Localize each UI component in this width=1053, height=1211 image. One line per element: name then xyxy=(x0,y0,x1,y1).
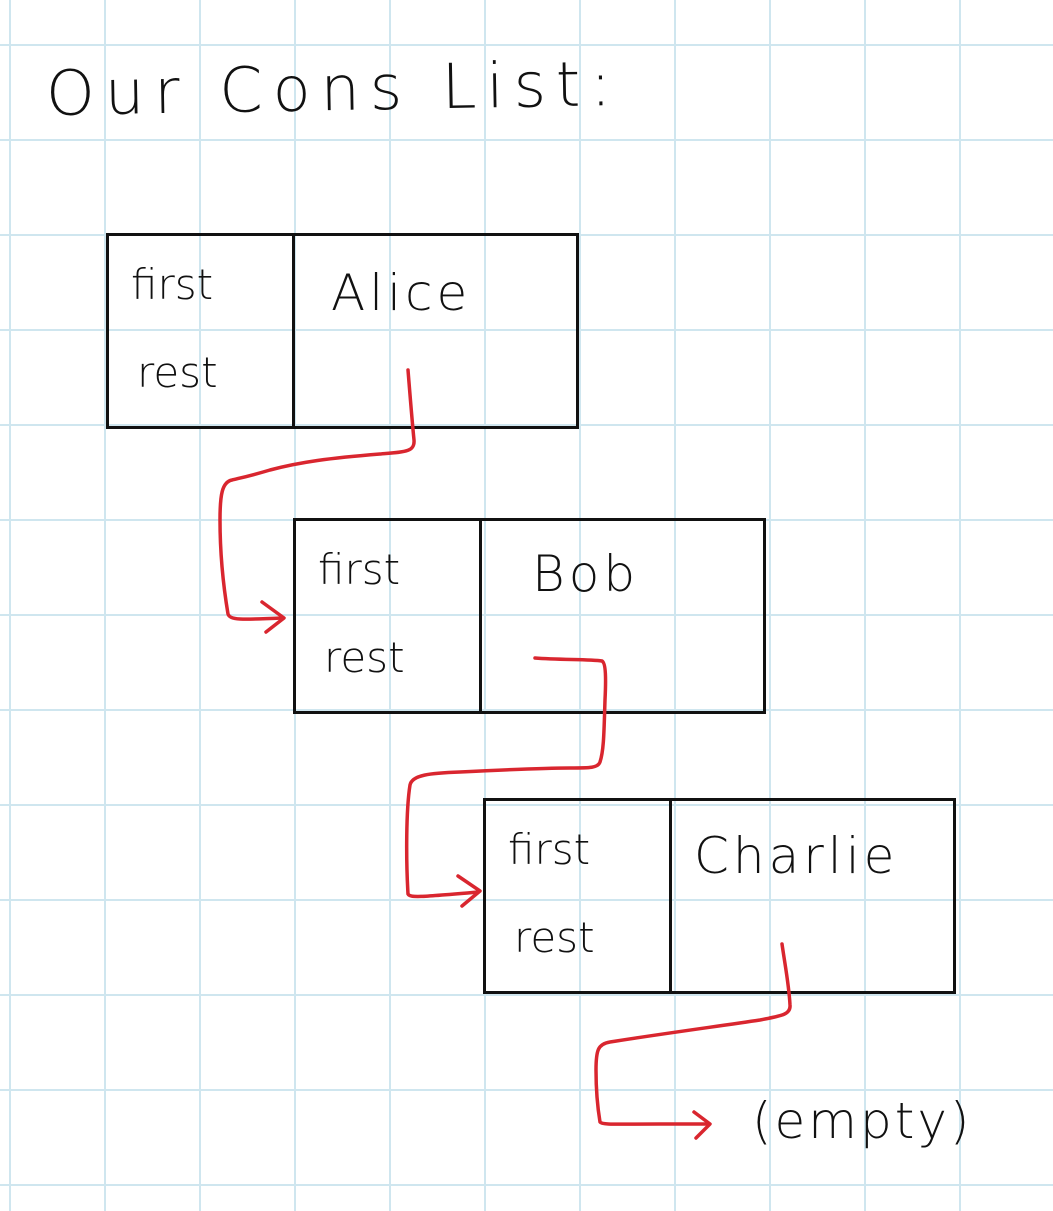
cell-value: Alice xyxy=(331,264,472,322)
field-first-label: first xyxy=(318,545,401,594)
cell-value: Bob xyxy=(532,545,640,603)
cons-cell-bob: first rest Bob xyxy=(293,518,766,714)
empty-terminal-label: (empty) xyxy=(752,1092,973,1150)
pointer-arrow-alice-to-bob xyxy=(218,368,416,621)
cell-divider xyxy=(479,518,482,714)
pointer-arrow-charlie-to-empty xyxy=(594,942,792,1126)
field-rest-label: rest xyxy=(324,633,405,682)
arrowhead-icon xyxy=(692,1110,712,1140)
cell-divider xyxy=(292,233,295,429)
cons-cell-alice: first rest Alice xyxy=(106,233,579,429)
cell-divider xyxy=(669,798,672,994)
field-first-label: first xyxy=(508,825,591,874)
field-rest-label: rest xyxy=(137,348,218,397)
cons-cell-charlie: first rest Charlie xyxy=(483,798,956,994)
field-first-label: first xyxy=(131,260,214,309)
arrowhead-icon xyxy=(260,600,286,634)
pointer-arrow-bob-to-charlie xyxy=(404,656,608,899)
arrowhead-icon xyxy=(456,874,482,908)
cell-value: Charlie xyxy=(694,827,899,885)
field-rest-label: rest xyxy=(514,913,595,962)
